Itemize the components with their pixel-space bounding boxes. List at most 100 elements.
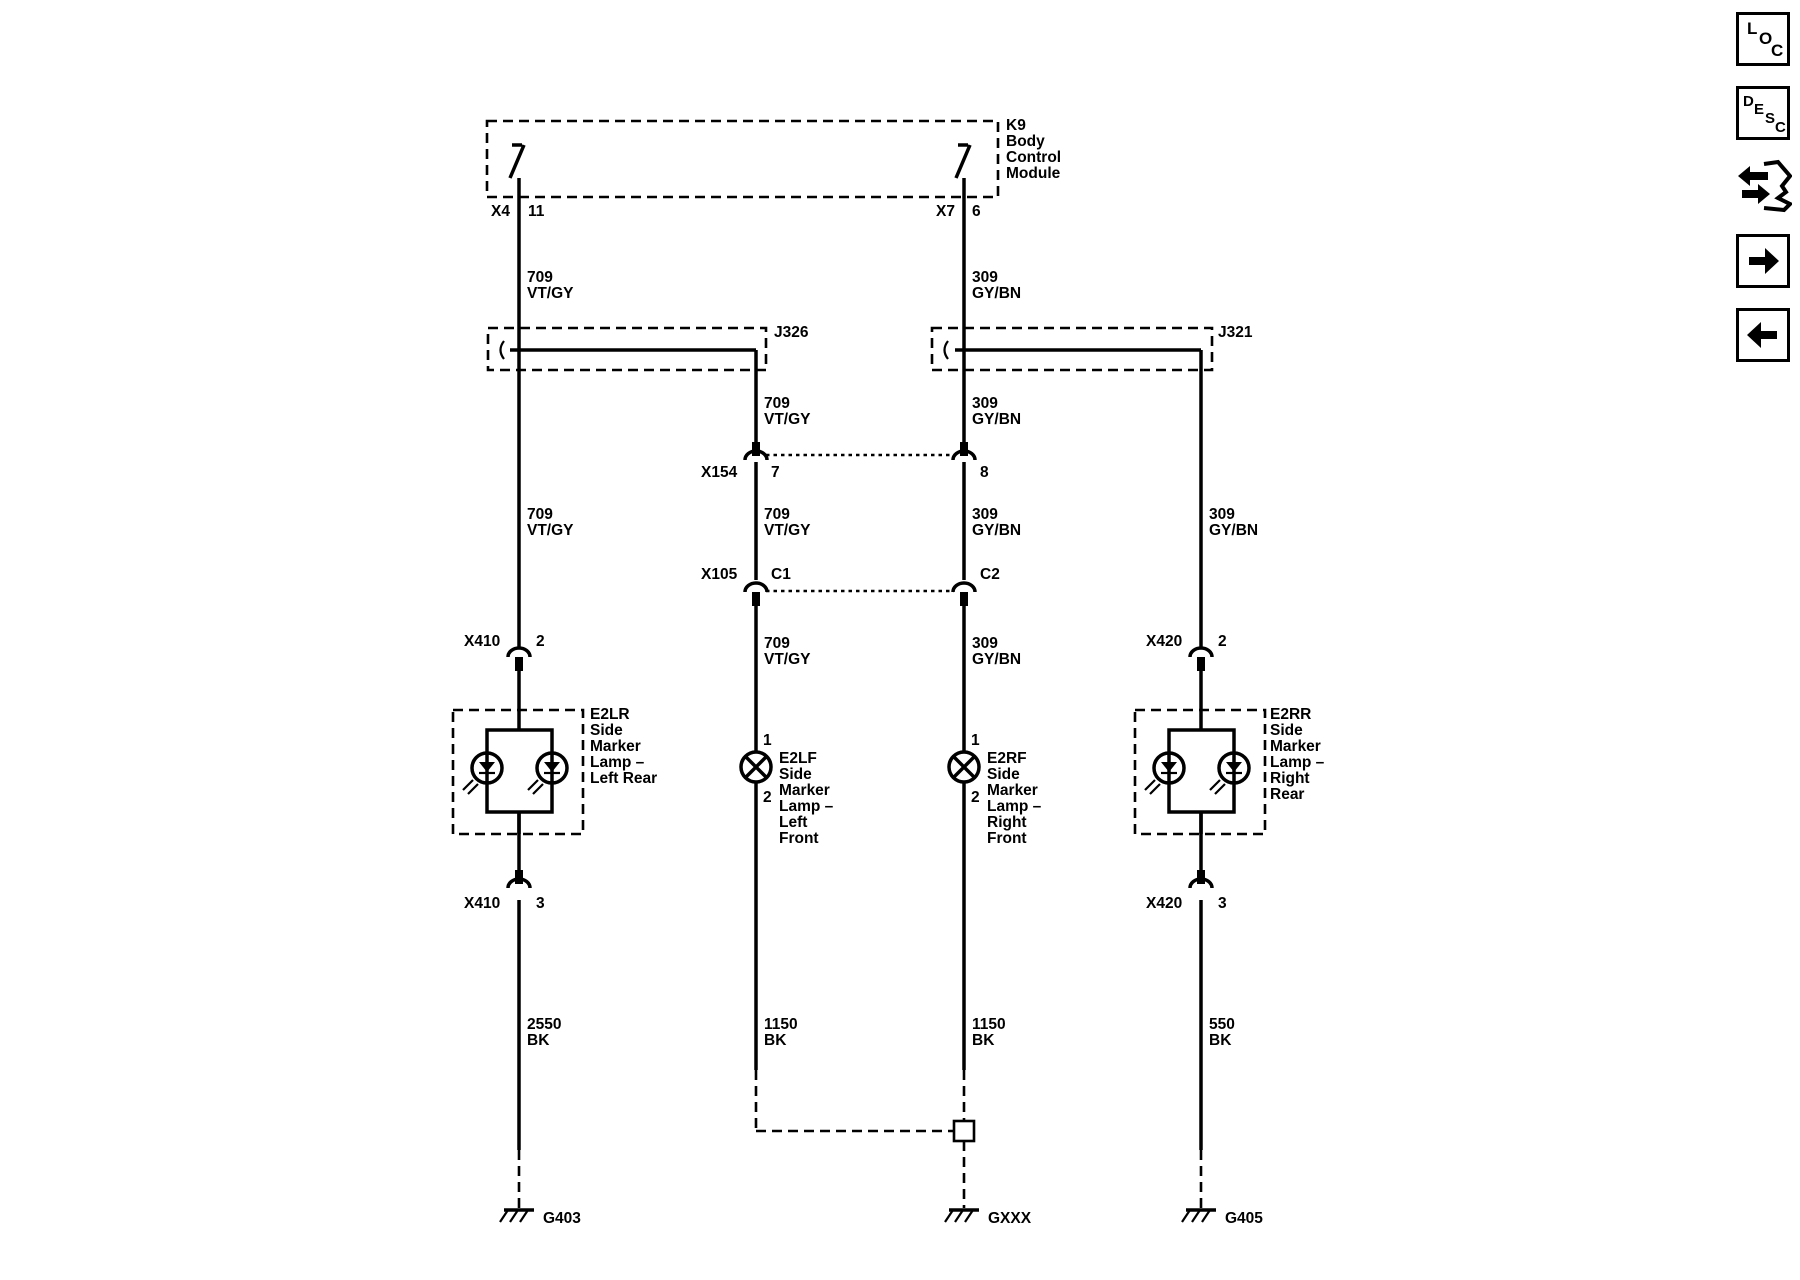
led-icon [462, 751, 504, 795]
lamp-e2rr-label: Side [1270, 722, 1303, 739]
bcm-label-2: Body [1006, 133, 1045, 150]
x154-pin7-female [743, 449, 769, 461]
label-e2rf-pin2: 2 [971, 789, 980, 806]
wire-label-color: VT/GY [527, 285, 574, 302]
lamp-e2lf-label: Marker [779, 782, 830, 799]
connector-view-button[interactable] [1734, 154, 1794, 216]
wire-label-color: BK [972, 1032, 995, 1049]
wire-label-color: GY/BN [972, 522, 1021, 539]
lamp-e2rr-label: Lamp – [1270, 754, 1325, 771]
lamp-e2rf-label: Lamp – [987, 798, 1042, 815]
lamp-e2lr-label: Lamp – [590, 754, 645, 771]
lamp-e2rf-label: Front [987, 830, 1027, 847]
wire-label-color: GY/BN [972, 651, 1021, 668]
lamp-e2lr-label: E2LR [590, 706, 630, 723]
wire-label-color: VT/GY [764, 411, 811, 428]
location-letter: O [1759, 29, 1773, 48]
label-x420-bottom: X420 [1146, 895, 1182, 912]
bcm-switch-right-icon [954, 143, 972, 179]
description-letter: D [1743, 93, 1754, 110]
lamp-e2rr-label: E2RR [1270, 706, 1311, 723]
body-control-module: K9 Body Control Module [485, 117, 1061, 199]
lamp-e2rr [1133, 708, 1267, 836]
label-x410-bottom: X410 [464, 895, 500, 912]
arrow-right-icon [1749, 248, 1779, 274]
pin-labels: X4 11 X7 6 X154 7 8 X105 C1 C2 X410 2 X4… [464, 203, 1227, 912]
splice-j326-break-icon [499, 340, 505, 360]
lamp-e2lf-label: Left [779, 814, 807, 831]
wire-label-color: GY/BN [972, 411, 1021, 428]
bcm-label-4: Module [1006, 165, 1061, 182]
lamp-e2rf-label: E2RF [987, 750, 1027, 767]
wire-label-circuit: 1150 [972, 1016, 1006, 1033]
x154-pin8-male [960, 442, 968, 456]
wire-label-circuit: 709 [764, 395, 790, 412]
connector-x105 [743, 581, 977, 606]
wire-label-color: BK [764, 1032, 787, 1049]
lamp-e2lf-label: Side [779, 766, 812, 783]
label-x410-top: X410 [464, 633, 500, 650]
ground-paths [517, 1070, 1203, 1208]
ground-gxxx-label: GXXX [988, 1210, 1032, 1227]
wire-label-color: VT/GY [764, 651, 811, 668]
label-x420-top: X420 [1146, 633, 1182, 650]
wire-label-circuit: 709 [527, 506, 553, 523]
led-icon [1209, 751, 1251, 795]
ground-g403-label: G403 [543, 1210, 581, 1227]
label-e2lf-pin2: 2 [763, 789, 772, 806]
ground-g405-icon [1181, 1208, 1216, 1223]
wire-label-color: VT/GY [527, 522, 574, 539]
next-button[interactable] [1736, 234, 1790, 288]
bcm-label-3: Control [1006, 149, 1061, 166]
wires [510, 178, 1203, 1150]
back-button[interactable] [1736, 308, 1790, 362]
description-letter: S [1765, 110, 1776, 127]
wire-label-circuit: 550 [1209, 1016, 1235, 1033]
lamp-e2lr-label: Left Rear [590, 770, 657, 787]
splice-j326-label: J326 [774, 324, 809, 341]
lamp-e2lf-label: Front [779, 830, 819, 847]
description-letter: C [1775, 119, 1786, 136]
wire-label-color: GY/BN [972, 285, 1021, 302]
wire-label-circuit: 309 [972, 395, 998, 412]
ground-g403-icon [499, 1208, 534, 1223]
description-button[interactable]: D E S C [1736, 86, 1790, 140]
x154-pin7-male [752, 442, 760, 456]
splice-j321: J321 [930, 324, 1253, 372]
label-e2rf-pin1: 1 [971, 732, 980, 749]
connector-x410-bottom [506, 870, 532, 889]
description-letter: E [1754, 101, 1765, 118]
lamp-e2rr-label: Right [1270, 770, 1310, 787]
label-x7-pin: 6 [972, 203, 981, 220]
lamp-e2rr-label: Rear [1270, 786, 1304, 803]
x105-c2-male [960, 592, 968, 606]
lamp-e2rf-label: Marker [987, 782, 1038, 799]
wire-label-color: GY/BN [1209, 522, 1258, 539]
wire-label-circuit: 1150 [764, 1016, 798, 1033]
label-x420-bottom-pin: 3 [1218, 895, 1227, 912]
lamp-e2lf-label: Lamp – [779, 798, 834, 815]
wire-label-circuit: 2550 [527, 1016, 561, 1033]
splice-j321-break-icon [943, 340, 949, 360]
label-x105-c2: C2 [980, 566, 1000, 583]
wire-label-circuit: 309 [1209, 506, 1235, 523]
label-x4: X4 [491, 203, 510, 220]
wire-label-circuit: 709 [764, 635, 790, 652]
splice-j326: J326 [486, 324, 809, 372]
label-e2lf-pin1: 1 [763, 732, 772, 749]
lamp-e2lf-label: E2LF [779, 750, 817, 767]
lamp-e2rf-label: Side [987, 766, 1020, 783]
lamp-e2rf-label: Right [987, 814, 1027, 831]
splice-square-icon [952, 1119, 976, 1143]
location-button[interactable]: L O C [1736, 12, 1790, 66]
arrow-left-icon [1747, 322, 1777, 348]
label-x420-top-pin: 2 [1218, 633, 1227, 650]
label-x154-pin8: 8 [980, 464, 989, 481]
x105-c1-male [752, 592, 760, 606]
connector-x420-top [1188, 646, 1214, 671]
bulb-e2lf-icon [739, 750, 773, 784]
connector-x420-bottom [1188, 870, 1214, 889]
wire-label-circuit: 309 [972, 635, 998, 652]
bulb-e2rf-icon [947, 750, 981, 784]
